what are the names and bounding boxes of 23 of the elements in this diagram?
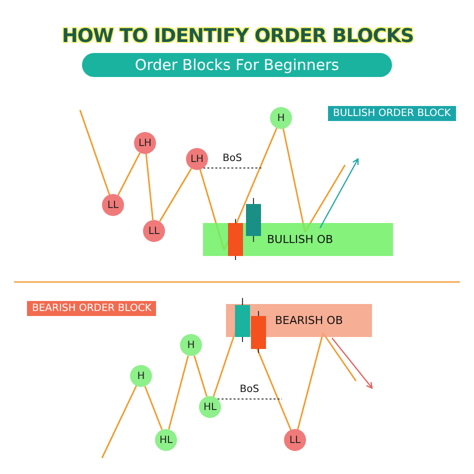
connector bbox=[144, 386, 163, 430]
connector bbox=[194, 355, 208, 397]
break-of-structure-line bbox=[217, 398, 282, 400]
connector bbox=[117, 152, 141, 196]
connector bbox=[168, 355, 189, 430]
swing-point-marker: HL bbox=[155, 429, 177, 451]
swing-point-marker: HL bbox=[199, 396, 221, 418]
connector bbox=[145, 154, 154, 220]
edge-label: BoS bbox=[240, 384, 260, 395]
swing-point-marker: H bbox=[130, 365, 152, 387]
title: HOW TO IDENTIFY ORDER BLOCKS bbox=[62, 25, 412, 47]
section-tag: BULLISH ORDER BLOCK bbox=[328, 106, 456, 121]
swing-point-marker: H bbox=[180, 334, 202, 356]
section-tag: BEARISH ORDER BLOCK bbox=[27, 301, 156, 316]
swing-point-marker: LL bbox=[284, 429, 306, 451]
edge-label: BoS bbox=[222, 153, 242, 164]
swing-point-marker: LL bbox=[102, 194, 124, 216]
connector bbox=[159, 168, 192, 222]
swing-point-marker: LH bbox=[134, 132, 156, 154]
subtitle-banner: Order Blocks For Beginners bbox=[82, 53, 392, 77]
swing-point-marker: H bbox=[270, 107, 292, 129]
swing-point-marker: LL bbox=[143, 220, 165, 242]
swing-point-marker: LH bbox=[186, 148, 208, 170]
